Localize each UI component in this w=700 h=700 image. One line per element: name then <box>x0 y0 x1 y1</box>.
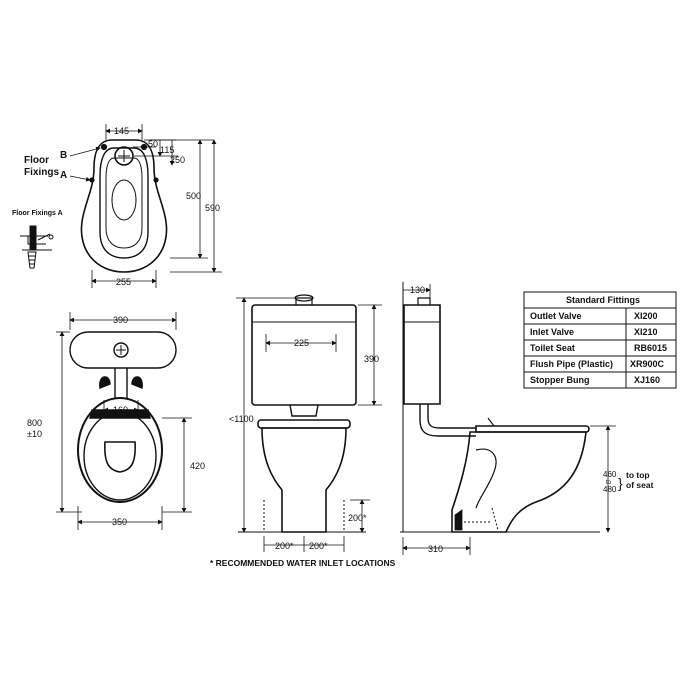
plan-dim-500: 500 <box>186 191 201 201</box>
plan-dim-50: 50 <box>148 139 158 149</box>
top-dim-160: 160 <box>113 405 128 415</box>
front-view <box>238 294 366 533</box>
fittings-row-name: Stopper Bung <box>530 375 590 385</box>
fittings-row-code: XR900C <box>630 359 665 369</box>
fittings-table-title: Standard Fittings <box>566 295 640 305</box>
front-dim-1100: <1100 <box>229 414 254 424</box>
side-view-dimensions <box>402 284 616 555</box>
plan-dim-255: 255 <box>116 277 131 287</box>
side-view <box>400 282 600 533</box>
floor-fixings-a-label: Floor Fixings A <box>12 210 63 217</box>
fittings-row-name: Outlet Valve <box>530 311 582 321</box>
top-dim-390: 390 <box>113 315 128 325</box>
standard-fittings-table <box>523 291 677 389</box>
side-to-top-label: to top <box>626 470 650 480</box>
fittings-row-code: XI210 <box>634 327 658 337</box>
side-of-seat-label: of seat <box>626 480 654 490</box>
fittings-row-name: Inlet Valve <box>530 327 574 337</box>
top-view-dimensions <box>56 312 192 530</box>
top-view <box>69 331 177 503</box>
front-dim-200-right: 200* <box>309 541 328 551</box>
front-dim-200-height: 200* <box>348 513 367 523</box>
water-inlet-note: * RECOMMENDED WATER INLET LOCATIONS <box>210 558 396 568</box>
side-dim-to: to <box>606 480 612 486</box>
fittings-row-name: Flush Pipe (Plastic) <box>530 359 613 369</box>
side-dim-130: 130 <box>410 285 425 295</box>
plan-b-label: B <box>60 150 67 161</box>
top-dim-420: 420 <box>190 461 205 471</box>
front-dim-225: 225 <box>294 338 309 348</box>
side-dim-460: 460 <box>603 470 617 479</box>
fittings-row-code: RB6015 <box>634 343 667 353</box>
side-dim-310: 310 <box>428 544 443 554</box>
front-dim-200-left: 200* <box>275 541 294 551</box>
fittings-row-code: XI200 <box>634 311 658 321</box>
top-dim-350: 350 <box>112 517 127 527</box>
top-dim-pm10: ±10 <box>27 429 42 439</box>
plan-dim-250: 250 <box>170 155 185 165</box>
plan-dim-115: 115 <box>160 145 174 155</box>
plan-dim-590: 590 <box>205 203 220 213</box>
top-dim-800: 800 <box>27 418 42 428</box>
side-dim-480: 480 <box>603 485 617 494</box>
side-brace: } <box>618 475 623 491</box>
plan-dim-145: 145 <box>114 126 129 136</box>
plan-a-label: A <box>60 170 67 181</box>
front-dim-390: 390 <box>364 354 379 364</box>
plan-view <box>69 139 168 273</box>
fittings-row-name: Toilet Seat <box>530 343 575 353</box>
front-view-dimensions <box>236 297 382 552</box>
fittings-row-code: XJ160 <box>634 375 660 385</box>
plan-fixings-label: Fixings <box>24 167 59 178</box>
plan-dimensions <box>91 124 222 288</box>
floor-fixing-detail-icon <box>20 225 54 269</box>
plan-floor-label: Floor <box>24 155 49 166</box>
